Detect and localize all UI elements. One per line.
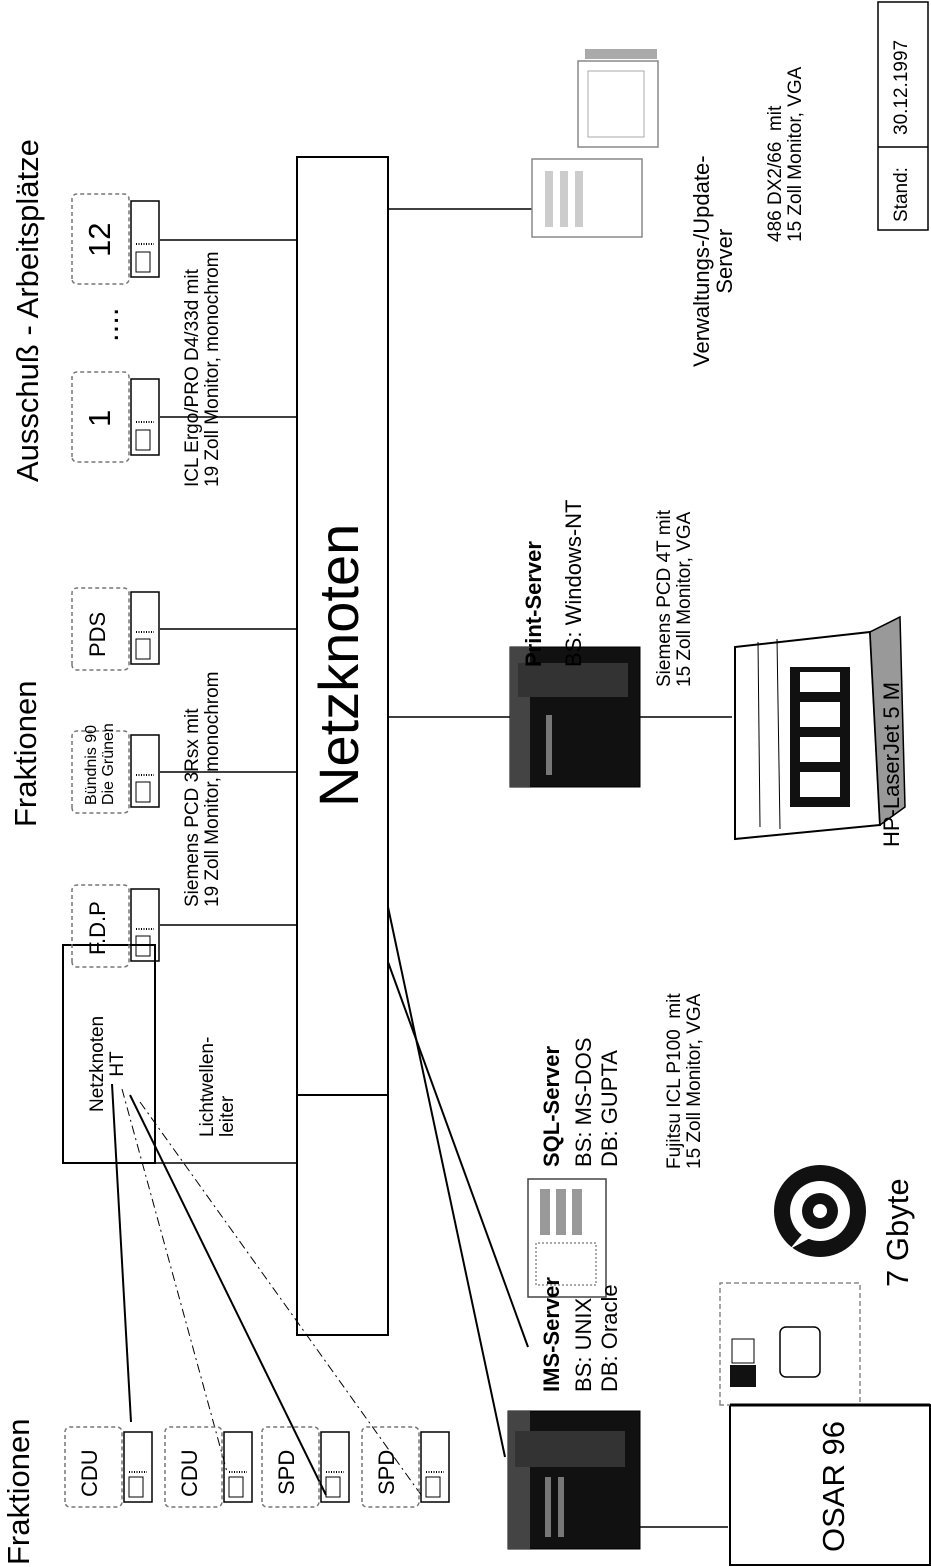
fiber-label: Lichtwellen- leiter [197,1036,238,1137]
ws-label-cdu-1: CDU [77,1449,102,1497]
ws-dots: .... [90,307,125,342]
workstation-icon [361,1426,450,1508]
workstation-icon [64,1426,153,1508]
osar-label: OSAR 96 [816,1421,851,1552]
workstation-icon [71,193,160,285]
ims-server-icon [507,1410,641,1550]
ims-server-db: DB: Oracle [597,1284,622,1392]
ht-box [62,944,156,1164]
ws-label-cdu-2: CDU [177,1449,202,1497]
admin-server-icon [531,49,659,238]
sql-server-icon [527,1178,607,1298]
ws-label-spd-2: SPD [374,1449,399,1495]
sql-server-spec: Fujitsu ICL P100 mit 15 Zoll Monitor, VG… [664,993,705,1169]
ws-label-12: 12 [82,222,117,257]
stand-label: Stand: [891,167,912,222]
ws-label-gruene: Bündnis 90 Die Grünen [83,723,117,805]
heading-fraktionen-left: Fraktionen [1,1418,36,1565]
hub-box [296,156,389,1336]
link-ht-spd2 [139,1101,425,1500]
print-server-spec: Siemens PCD 4T mit 15 Zoll Monitor, VGA [654,509,695,687]
ws-label-spd-1: SPD [274,1449,299,1495]
hub-label: Netzknoten [307,523,370,807]
sql-server-title: SQL-Server [539,1045,564,1167]
print-server-os: BS: Windows-NT [561,499,586,667]
printer-icon [734,615,906,841]
ws-label-1: 1 [82,409,117,427]
link-hub-ims [387,906,506,1458]
workstation-icon [71,371,160,463]
print-server-icon [509,646,641,788]
ws-label-fdp: F.D.P [85,901,110,955]
ims-server-os: BS: UNIX [571,1297,596,1392]
link-hub-sql [387,961,529,1348]
heading-ausschuss: Ausschuß - Arbeitsplätze [10,139,45,482]
workstation-icon [261,1426,350,1508]
workstation-icon [71,730,160,814]
stand-date: 30.12.1997 [891,39,912,135]
admin-server-title: Verwaltungs-/Update- Server [689,155,738,367]
ims-server-title: IMS-Server [539,1277,564,1392]
link-ht-cdu1 [111,1083,132,1423]
stand-box [877,1,929,231]
printer-label: HP-LaserJet 5 M [879,681,904,847]
cd-icon [774,1165,866,1257]
sql-server-os: BS: MS-DOS [571,1037,596,1167]
capacity-label: 7 Gbyte [880,1178,915,1287]
ht-label: Netzknoten HT [87,1015,128,1112]
workstation-icon [164,1426,253,1508]
ws-label-pds: PDS [85,611,110,657]
print-server-title: Print-Server [521,541,546,667]
committee-spec: ICL Ergo/PRO D4/33d mit 19 Zoll Monitor,… [182,251,223,488]
link-ht-cdu2 [121,1088,228,1473]
osar-icon [719,1282,931,1566]
sql-server-db: DB: GUPTA [597,1050,622,1167]
workstation-icon [71,884,160,968]
link-ht-spd1 [129,1094,327,1496]
faction-spec: Siemens PCD 3Rsx mit 19 Zoll Monitor, mo… [182,671,223,908]
admin-server-spec: 486 DX2/66 mit 15 Zoll Monitor, VGA [765,66,806,242]
workstation-icon [71,587,160,671]
heading-fraktionen-mid: Fraktionen [8,680,43,827]
